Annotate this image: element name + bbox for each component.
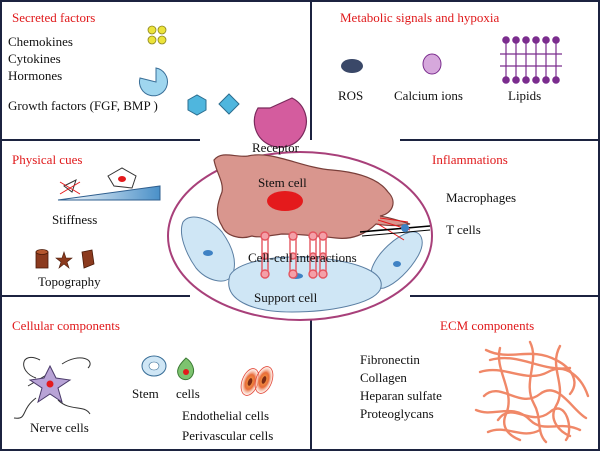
ecm-title: ECM components [440, 318, 534, 333]
cellular-title: Cellular components [12, 318, 120, 333]
stem-cell-nucleus [267, 191, 303, 211]
calcium-label: Calcium ions [394, 88, 463, 103]
receptor-label: Receptor [252, 140, 300, 155]
perivascular-label: Perivascular cells [182, 428, 273, 443]
tcells-label: T cells [446, 222, 481, 237]
growth-factor-hexagon-icon [187, 94, 207, 116]
tcell-dot [401, 224, 409, 232]
support-cell-label: Support cell [254, 290, 318, 305]
interactions-label: Cell-cell interactions [248, 250, 357, 265]
spread-cell-nucleus [118, 176, 126, 182]
chemokine-dots-icon [147, 25, 167, 45]
ecm-item-collagen: Collagen [360, 370, 407, 385]
ecm-item-fibronectin: Fibronectin [360, 352, 420, 367]
stem-cell-small-nucleus [148, 361, 160, 371]
ecm-fibers-icon [474, 340, 590, 444]
growth-factors-label: Growth factors (FGF, BMP ) [8, 98, 158, 113]
crossed-cell-icon [59, 179, 81, 195]
ros-label: ROS [338, 88, 363, 103]
receptor-icon [253, 97, 307, 148]
stiffness-wedge [57, 185, 161, 201]
ros-icon [341, 59, 363, 73]
ecm-item-proteoglycans: Proteoglycans [360, 406, 434, 421]
metabolic-title: Metabolic signals and hypoxia [340, 10, 499, 25]
secreted-item-hormones: Hormones [8, 68, 62, 83]
support-cell-left-nucleus [203, 250, 213, 256]
support-cell-right-nucleus [393, 261, 401, 267]
nerve-cells-label: Nerve cells [30, 420, 89, 435]
physical-title: Physical cues [12, 152, 82, 167]
green-cell-nucleus [183, 369, 189, 375]
ecm-item-heparan: Heparan sulfate [360, 388, 442, 403]
stiffness-label: Stiffness [52, 212, 97, 227]
secreted-title: Secreted factors [12, 10, 95, 25]
growth-factor-diamond-icon [218, 93, 240, 115]
endothelial-cells-icon [240, 366, 274, 396]
lipids-label: Lipids [508, 88, 541, 103]
green-cell-icon [177, 357, 195, 381]
calcium-icon [422, 53, 442, 75]
endothelial-label: Endothelial cells [182, 408, 269, 423]
stem-word-label: Stem [132, 386, 159, 401]
secreted-item-chemokines: Chemokines [8, 34, 73, 49]
lipid-bilayer-icon [500, 36, 562, 84]
tcell-link-line-2 [361, 229, 431, 237]
stem-cell-label: Stem cell [258, 175, 307, 190]
secreted-item-cytokines: Cytokines [8, 51, 61, 66]
cell-cell-connectors [260, 231, 328, 279]
nerve-cell-icon [13, 357, 91, 419]
cells-word-label: cells [176, 386, 200, 401]
hormone-drop-icon [139, 67, 168, 97]
macrophages-label: Macrophages [446, 190, 516, 205]
inflammation-title: Inflammations [432, 152, 508, 167]
topography-label: Topography [38, 274, 101, 289]
topography-icon [35, 249, 95, 269]
tcell-link-line [359, 225, 431, 233]
